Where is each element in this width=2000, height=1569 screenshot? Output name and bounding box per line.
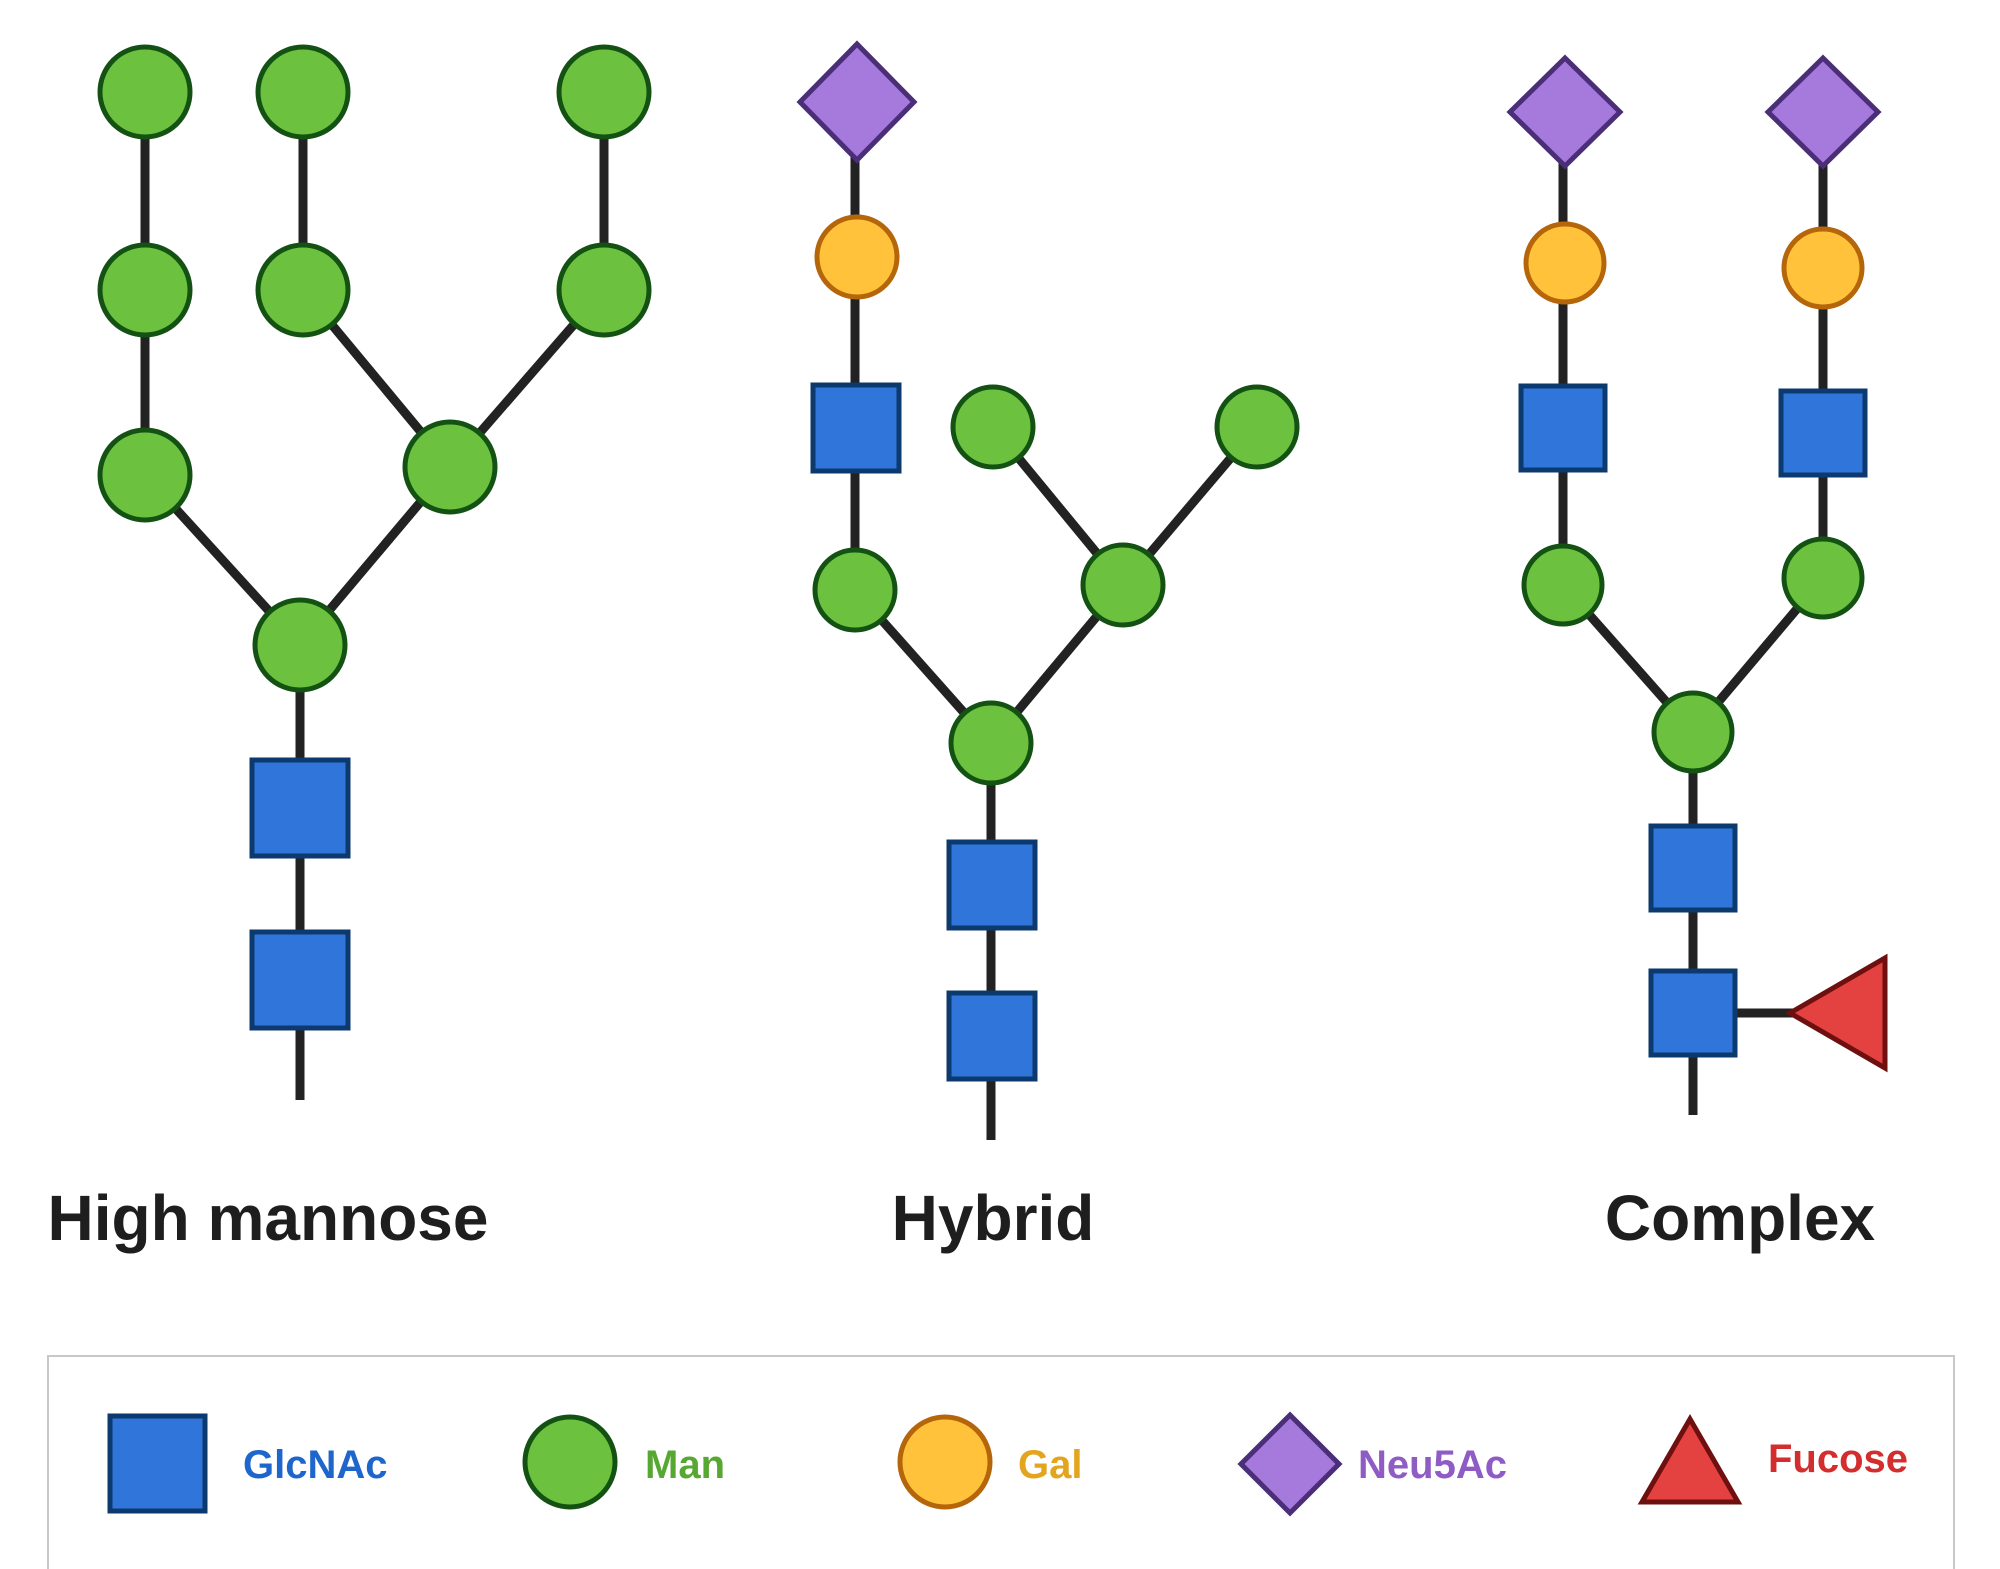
neu5ac-diamond-icon bbox=[1237, 1411, 1343, 1517]
glcnac-square-icon bbox=[1648, 823, 1738, 913]
man-circle-icon bbox=[252, 597, 348, 693]
panel-title-complex: Complex bbox=[1605, 1182, 1876, 1254]
glcnac-square-icon bbox=[1778, 388, 1868, 478]
man-circle-icon bbox=[1521, 543, 1605, 627]
glcnac-square-icon bbox=[810, 382, 902, 474]
panel-title-hybrid: Hybrid bbox=[892, 1182, 1095, 1254]
glcnac-square-icon bbox=[107, 1413, 208, 1514]
legend-label-glcnac: GlcNAc bbox=[243, 1443, 388, 1487]
legend-item-neu5ac: Neu5Ac bbox=[1237, 1411, 1507, 1517]
panel-high-mannose: High mannose bbox=[48, 44, 652, 1254]
man-circle-icon bbox=[1080, 542, 1166, 628]
fucose-triangle-icon bbox=[1785, 953, 1888, 1073]
glcnac-square-icon bbox=[249, 929, 351, 1031]
neu5ac-diamond-icon bbox=[1764, 54, 1882, 170]
legend-item-man: Man bbox=[522, 1414, 725, 1510]
legend-item-gal: Gal bbox=[897, 1414, 1082, 1510]
man-circle-icon bbox=[97, 44, 193, 140]
fucose-triangle-icon bbox=[1637, 1414, 1743, 1505]
legend: GlcNAc Man Gal Neu5Ac Fucose bbox=[47, 1355, 1955, 1569]
legend-frame bbox=[47, 1355, 1955, 1569]
man-circle-icon bbox=[556, 44, 652, 140]
man-circle-icon bbox=[812, 547, 898, 633]
man-circle-icon bbox=[255, 242, 351, 338]
legend-label-neu5ac: Neu5Ac bbox=[1358, 1443, 1507, 1487]
man-circle-icon bbox=[556, 242, 652, 338]
bonds-hybrid bbox=[850, 100, 1261, 1140]
glcnac-square-icon bbox=[946, 990, 1038, 1082]
neu5ac-diamond-icon bbox=[796, 40, 918, 164]
man-circle-icon bbox=[402, 419, 498, 515]
gal-circle-icon bbox=[1523, 221, 1607, 305]
legend-label-fucose: Fucose bbox=[1768, 1437, 1908, 1481]
glcnac-square-icon bbox=[249, 757, 351, 859]
glcnac-square-icon bbox=[1648, 968, 1738, 1058]
legend-label-man: Man bbox=[645, 1443, 725, 1487]
legend-item-glcnac: GlcNAc bbox=[107, 1413, 388, 1514]
legend-label-gal: Gal bbox=[1018, 1443, 1082, 1487]
gal-circle-icon bbox=[1781, 226, 1865, 310]
panel-complex: Complex bbox=[1506, 54, 1888, 1254]
glcnac-square-icon bbox=[1518, 383, 1608, 473]
man-circle-icon bbox=[1781, 536, 1865, 620]
man-circle-icon bbox=[522, 1414, 618, 1510]
glcnac-square-icon bbox=[946, 839, 1038, 931]
man-circle-icon bbox=[948, 700, 1034, 786]
man-circle-icon bbox=[97, 242, 193, 338]
gal-circle-icon bbox=[897, 1414, 993, 1510]
man-circle-icon bbox=[255, 44, 351, 140]
man-circle-icon bbox=[97, 427, 193, 523]
man-circle-icon bbox=[950, 384, 1036, 470]
bonds-high-mannose bbox=[140, 92, 609, 1100]
neu5ac-diamond-icon bbox=[1506, 54, 1624, 170]
panel-title-high-mannose: High mannose bbox=[48, 1182, 489, 1254]
man-circle-icon bbox=[1651, 690, 1735, 774]
panel-hybrid: Hybrid bbox=[796, 40, 1300, 1254]
man-circle-icon bbox=[1214, 384, 1300, 470]
legend-item-fucose: Fucose bbox=[1637, 1414, 1908, 1505]
gal-circle-icon bbox=[814, 214, 900, 300]
